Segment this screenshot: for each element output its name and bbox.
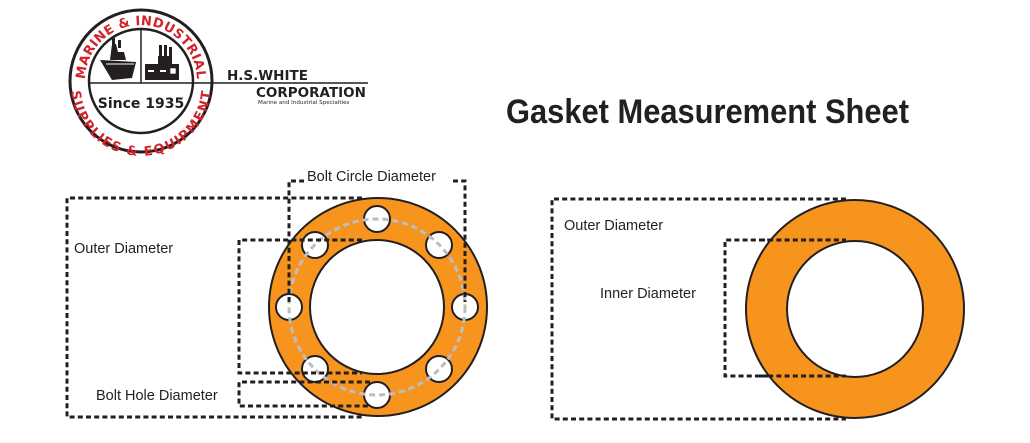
bolted-gasket-diagram: Bolt Circle Diameter Outer Diameter Bolt… xyxy=(65,169,488,419)
inner-diameter-label: Inner Diameter xyxy=(600,286,696,302)
page-title: Gasket Measurement Sheet xyxy=(506,93,909,131)
bolt-circle-overlay xyxy=(287,217,467,397)
bolt-hole xyxy=(363,381,391,409)
company-name-line2: CORPORATION xyxy=(256,85,366,101)
ring-gasket-inner-edge xyxy=(786,240,924,378)
company-logo: MARINE & INDUSTRIAL SUPPLIES & EQUIPMENT xyxy=(67,8,368,160)
since-text: Since 1935 xyxy=(98,96,184,112)
company-name-line1: H.S.WHITE xyxy=(227,68,308,84)
bolt-hole-diameter-label: Bolt Hole Diameter xyxy=(96,388,218,404)
bolted-gasket xyxy=(268,197,488,417)
bolt-hole-diameter-bracket xyxy=(237,380,370,408)
inner-region-bracket xyxy=(237,238,362,375)
outer-diameter-label: Outer Diameter xyxy=(74,241,173,257)
bolt-hole xyxy=(301,355,329,383)
ship-icon xyxy=(100,38,136,80)
outer-diameter-label: Outer Diameter xyxy=(564,218,663,234)
bolt-hole xyxy=(425,355,453,383)
bolt-circle-diameter-label: Bolt Circle Diameter xyxy=(307,169,436,185)
factory-icon xyxy=(145,45,179,80)
ring-gasket-diagram: Outer Diameter Inner Diameter xyxy=(550,197,965,421)
outer-diameter-bracket xyxy=(550,197,846,421)
outer-diameter-bracket xyxy=(65,196,362,419)
gasket-inner-edge xyxy=(309,239,445,375)
company-tagline: Marine and Industrial Specialties xyxy=(258,100,350,106)
bolt-circle-bracket-right xyxy=(453,179,467,302)
